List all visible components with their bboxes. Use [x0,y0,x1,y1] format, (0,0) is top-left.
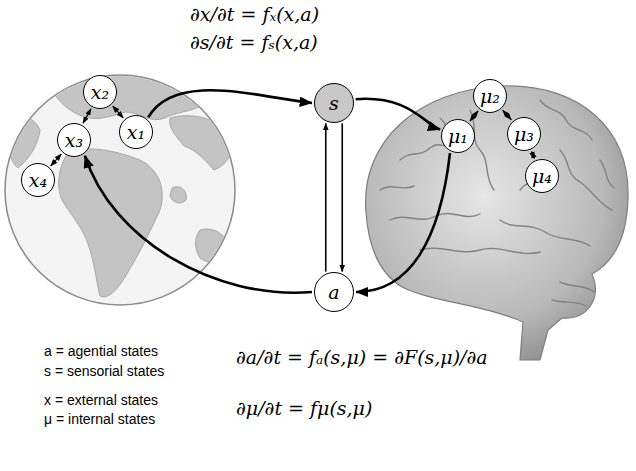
coupling-arrow [148,90,312,117]
state-circle: μ₃ [507,117,541,151]
link-arrow [325,123,327,271]
state-circle: x₄ [21,163,55,197]
state-circle: s [314,83,354,123]
state-circle: x₃ [57,123,91,157]
state-symbol: μ₃ [514,125,534,144]
globe [5,73,235,305]
state-symbol: x₂ [91,83,109,102]
state-symbol: μ₁ [448,127,468,146]
legend-note: s = sensorial states [44,363,164,379]
link-arrow [531,151,534,158]
coupling-arrow [356,99,440,130]
state-symbol: μ₄ [532,167,552,186]
link-arrow [341,123,343,271]
link-arrow [113,106,124,118]
legend-note: x = external states [44,392,158,408]
equation: ∂x/∂t = fₓ(x,a) [190,3,319,25]
coupling-arrow [356,153,450,292]
state-symbol: s [329,94,339,113]
state-symbol: x₁ [127,123,145,142]
state-symbol: x₃ [65,131,83,150]
state-circle: μ₂ [473,79,507,113]
state-symbol: a [328,283,339,302]
link-arrow [83,109,91,124]
state-circle: x₂ [83,75,117,109]
legend-note: a = agential states [44,343,158,359]
coupling-arrow [85,156,312,293]
state-circle: μ₁ [441,119,475,153]
link-arrow [470,111,478,121]
legend-note: μ = internal states [44,411,155,427]
state-symbol: μ₂ [480,87,500,106]
state-symbol: x₄ [29,171,47,190]
link-arrow [51,154,62,166]
state-circle: μ₄ [525,159,559,193]
brain [366,86,628,360]
equation: ∂s/∂t = fₛ(x,a) [190,31,318,53]
equation: ∂μ/∂t = fμ(s,μ) [236,397,372,419]
state-circle: x₁ [119,115,153,149]
state-circle: a [314,272,354,312]
equation: ∂a/∂t = fₐ(s,μ) = ∂F(s,μ)/∂a [236,346,488,368]
link-arrow [503,110,512,120]
